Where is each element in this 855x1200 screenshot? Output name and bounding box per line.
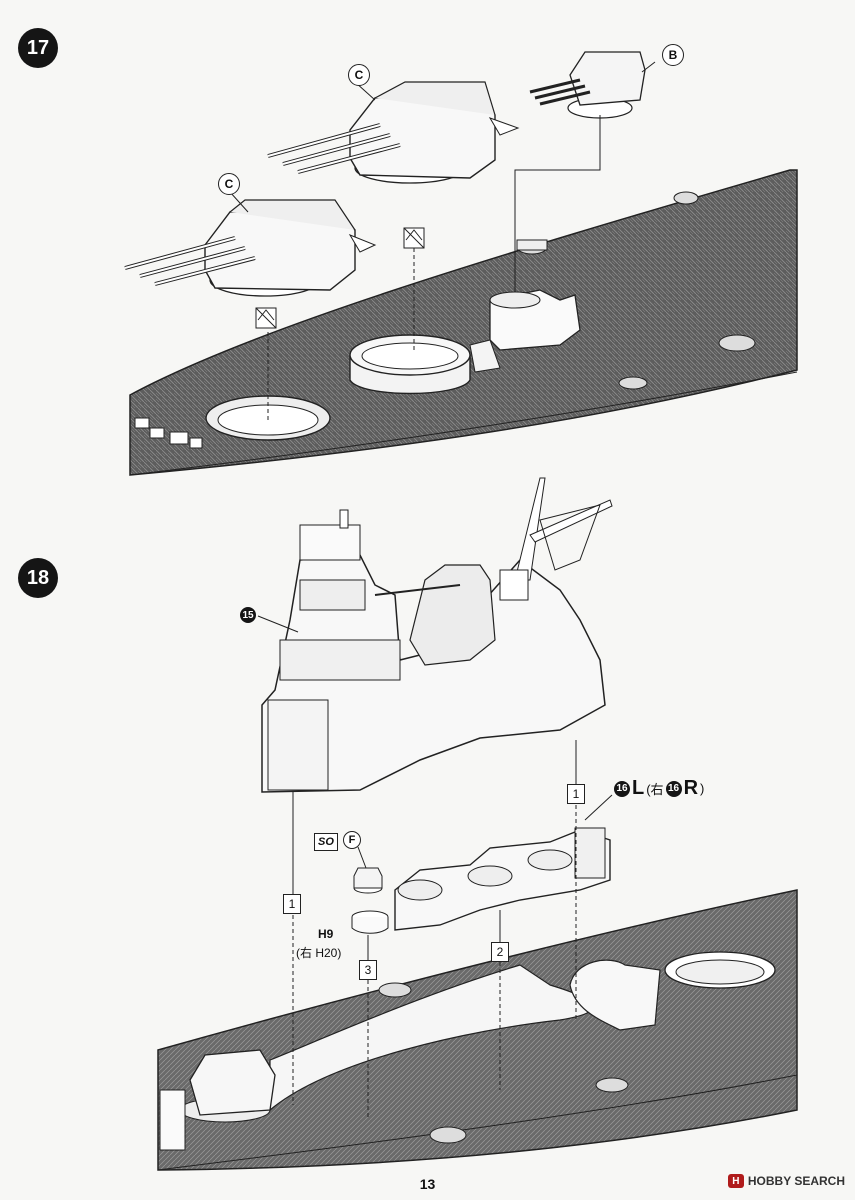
step-17-badge: 17 — [18, 28, 58, 68]
step18-rear-barbette — [569, 951, 776, 1031]
step18-deck-turrets — [378, 982, 629, 1144]
step18-deck — [157, 889, 798, 1171]
part-16-alt-suffix: ) — [700, 781, 705, 796]
no-glue-marks — [255, 227, 425, 329]
so-part-label: SO — [314, 833, 338, 851]
part-16-alt-prefix: (右 — [646, 782, 664, 797]
part-16-badge: 16 — [614, 780, 630, 797]
part-16-callout: 16 L (右 16 R ) — [614, 777, 704, 800]
sequence-box-1-right: 1 — [567, 784, 585, 804]
part-b-callout: B — [662, 44, 684, 66]
watermark-text: HOBBY SEARCH — [747, 1174, 845, 1188]
part-h9-ring — [351, 910, 389, 934]
sequence-box-2: 2 — [491, 942, 509, 962]
sequence-box-3: 3 — [359, 960, 377, 980]
part-c-callout-rear: C — [348, 64, 370, 86]
part-h9-label: H9 — [318, 927, 334, 941]
sequence-box-1-left: 1 — [283, 894, 301, 914]
deck-fittings — [134, 417, 203, 449]
secondary-turret-b — [529, 51, 646, 119]
main-turret-c-front — [124, 199, 377, 297]
step-18-badge: 18 — [18, 558, 58, 598]
part-16-alt-badge: 16 — [665, 780, 682, 797]
part-c-callout-front: C — [218, 173, 240, 195]
step18-leaders — [257, 615, 613, 1120]
barbette-ring-raised — [349, 334, 471, 395]
part-f-callout: F — [343, 831, 361, 849]
secondary-turret-deck — [516, 191, 756, 390]
step17-leaders — [229, 61, 656, 420]
part-16-platform — [394, 827, 611, 931]
superstructure — [261, 477, 613, 793]
sub-assembly-15-badge: 15 — [240, 607, 256, 623]
watermark-logo-icon: H — [727, 1174, 744, 1188]
page-number: 13 — [419, 1176, 436, 1192]
part-h20-label: (右 H20) — [296, 946, 342, 960]
step18-front-turret — [159, 1049, 276, 1151]
watermark: H HOBBY SEARCH — [727, 1174, 845, 1188]
part-16-letter: L — [632, 777, 645, 799]
main-turret-c-rear — [267, 81, 520, 184]
part-f-turret — [353, 867, 383, 894]
part-16-alt-letter: R — [683, 777, 699, 799]
